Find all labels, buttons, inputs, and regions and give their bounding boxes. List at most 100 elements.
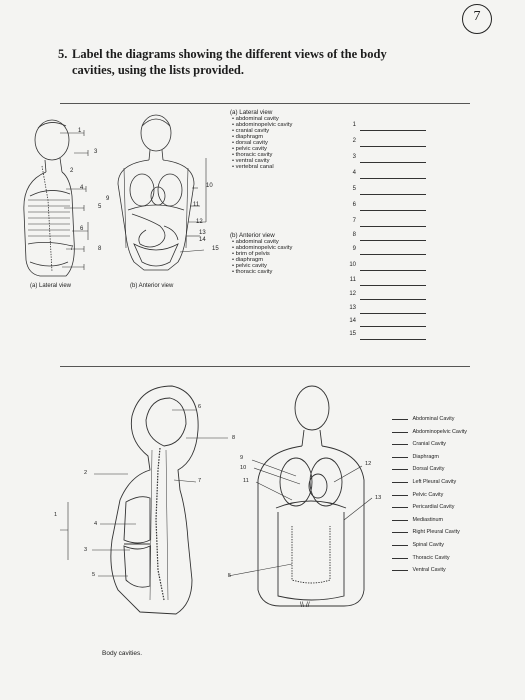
answer-blank[interactable] bbox=[360, 326, 426, 327]
word-bank-row: Ventral Cavity bbox=[392, 558, 467, 574]
word-bank-row: Abdominal Cavity bbox=[392, 407, 467, 422]
word-bank-row: Pelvic Cavity bbox=[392, 483, 467, 498]
bottom-leader-lines bbox=[60, 409, 373, 577]
word-bank-term: Dorsal Cavity bbox=[412, 466, 445, 473]
anterior-list-item: • abdominopelvic cavity bbox=[232, 245, 293, 251]
answer-blank[interactable] bbox=[360, 210, 426, 211]
word-bank-term: Cranial Cavity bbox=[412, 441, 447, 448]
word-bank-blank[interactable] bbox=[392, 494, 408, 496]
top-label-15: 15 bbox=[212, 246, 219, 252]
bottom-label-1: 1 bbox=[54, 512, 58, 518]
word-bank-row: Pericardial Cavity bbox=[392, 495, 467, 511]
lateral-list-item: • dorsal cavity bbox=[232, 140, 268, 146]
page-number-circle bbox=[462, 4, 492, 34]
bottom-label-9: 9 bbox=[240, 455, 244, 461]
answer-blank[interactable] bbox=[360, 254, 426, 255]
answer-number: 2 bbox=[352, 138, 356, 144]
anterior-list-item: • brim of pelvis bbox=[232, 251, 270, 257]
word-bank-blank[interactable] bbox=[392, 469, 408, 471]
answer-blank[interactable] bbox=[360, 130, 426, 131]
word-bank-term: Ventral Cavity bbox=[412, 567, 446, 574]
answer-blank[interactable] bbox=[360, 146, 426, 147]
word-bank-row: Thoracic Cavity bbox=[392, 546, 467, 561]
word-bank-row: Diaphragm bbox=[392, 445, 467, 460]
middle-divider bbox=[60, 366, 470, 367]
answer-number: 9 bbox=[352, 246, 356, 252]
bottom-label-2: 2 bbox=[84, 470, 88, 476]
answer-blank[interactable] bbox=[360, 299, 426, 300]
answer-blank[interactable] bbox=[360, 313, 426, 314]
word-bank-blank[interactable] bbox=[392, 481, 408, 483]
anterior-list-item: • thoracic cavity bbox=[232, 269, 273, 275]
top-label-12: 12 bbox=[196, 219, 203, 225]
word-bank-term: Right Pleural Cavity bbox=[412, 529, 460, 536]
answer-blank[interactable] bbox=[360, 162, 426, 163]
word-bank-blank[interactable] bbox=[392, 507, 408, 509]
anterior-list: • abdominal cavity • abdominopelvic cavi… bbox=[232, 239, 292, 275]
top-label-1: 1 bbox=[78, 128, 82, 134]
bottom-label-3: 3 bbox=[84, 547, 88, 553]
lateral-list-item: • pelvic cavity bbox=[232, 146, 267, 152]
lateral-caption: (a) Lateral view bbox=[30, 283, 72, 289]
top-label-11: 11 bbox=[193, 202, 200, 208]
bottom-label-13: 13 bbox=[375, 495, 382, 501]
top-label-6: 6 bbox=[80, 226, 84, 232]
anterior-list-item: • diaphragm bbox=[232, 257, 264, 263]
word-bank-term: Pelvic Cavity bbox=[412, 491, 444, 498]
word-bank-term: Diaphragm bbox=[412, 453, 439, 460]
word-bank-blank[interactable] bbox=[392, 557, 408, 559]
word-bank-row: Dorsal Cavity bbox=[392, 457, 467, 473]
word-bank-term: Pericardial Cavity bbox=[412, 504, 455, 511]
answer-number: 1 bbox=[352, 122, 356, 128]
top-label-3: 3 bbox=[94, 149, 98, 155]
answer-number: 7 bbox=[352, 218, 356, 224]
word-bank-blank[interactable] bbox=[392, 419, 408, 420]
top-label-14: 14 bbox=[199, 237, 206, 243]
answer-blank[interactable] bbox=[360, 226, 426, 227]
word-bank-row: Cranial Cavity bbox=[392, 432, 467, 448]
lateral-list-title: (a) Lateral view bbox=[230, 109, 273, 116]
question-text: Label the diagrams showing the different… bbox=[72, 47, 387, 77]
top-leader-lines bbox=[60, 130, 207, 270]
word-bank: Abdominal Cavity Abdominopelvic Cavity C… bbox=[392, 407, 467, 574]
lateral-list-item: • diaphragm bbox=[232, 134, 264, 140]
word-bank-row: Mediastinum bbox=[392, 508, 467, 523]
answer-blank[interactable] bbox=[360, 270, 426, 271]
anterior-body-outline-bottom bbox=[257, 385, 365, 607]
answer-blank[interactable] bbox=[360, 339, 426, 340]
answer-number: 14 bbox=[349, 318, 356, 324]
bottom-label-6: 6 bbox=[198, 404, 202, 410]
top-label-5: 5 bbox=[98, 204, 102, 210]
answer-blank[interactable] bbox=[360, 285, 426, 286]
word-bank-blank[interactable] bbox=[392, 456, 408, 458]
word-bank-blank[interactable] bbox=[392, 570, 408, 572]
top-divider bbox=[60, 103, 470, 104]
word-bank-term: Thoracic Cavity bbox=[412, 554, 450, 561]
bottom-label-12: 12 bbox=[365, 461, 372, 467]
word-bank-term: Abdominopelvic Cavity bbox=[412, 428, 467, 435]
figure-caption: Body cavities. bbox=[102, 650, 143, 657]
lateral-list-item: • abdominopelvic cavity bbox=[232, 122, 293, 128]
answer-blank[interactable] bbox=[360, 194, 426, 195]
word-bank-blank[interactable] bbox=[392, 544, 408, 546]
bottom-label-5-left: 5 bbox=[92, 572, 96, 578]
word-bank-blank[interactable] bbox=[392, 532, 408, 534]
answer-number: 10 bbox=[349, 262, 356, 268]
word-bank-blank[interactable] bbox=[392, 444, 408, 446]
lateral-list: • abdominal cavity • abdominopelvic cavi… bbox=[232, 116, 292, 170]
word-bank-row: Abdominopelvic Cavity bbox=[392, 420, 467, 435]
answer-blank[interactable] bbox=[360, 178, 426, 179]
word-bank-blank[interactable] bbox=[392, 431, 408, 433]
answer-number: 4 bbox=[352, 170, 356, 176]
answer-blank[interactable] bbox=[360, 240, 426, 241]
top-label-7: 7 bbox=[70, 246, 74, 252]
question-number: 5. bbox=[58, 47, 68, 61]
word-bank-row: Spinal Cavity bbox=[392, 533, 467, 548]
answer-number: 3 bbox=[352, 154, 356, 160]
word-bank-term: Abdominal Cavity bbox=[412, 416, 455, 422]
top-label-13: 13 bbox=[199, 230, 206, 236]
top-label-2: 2 bbox=[70, 168, 74, 174]
word-bank-blank[interactable] bbox=[392, 519, 408, 521]
